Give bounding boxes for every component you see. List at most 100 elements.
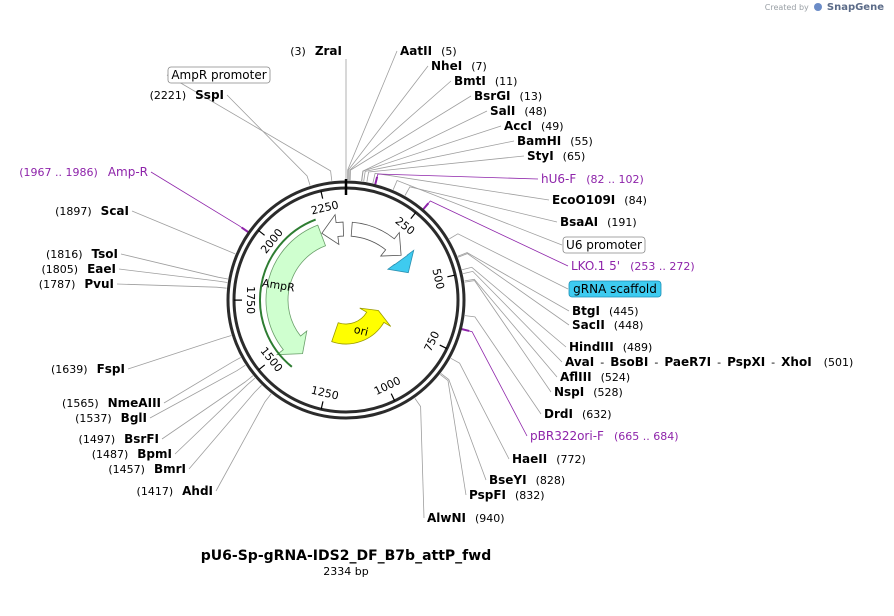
leader-bmri xyxy=(188,385,262,470)
snapgene-credit: Created by SnapGene xyxy=(765,2,884,13)
leader-bpmi xyxy=(174,377,256,455)
leader-scai xyxy=(131,210,236,255)
leader-multi-site-501 xyxy=(463,270,563,363)
leader-hindiii xyxy=(462,266,567,348)
leader-acci xyxy=(361,125,502,182)
feature-box-u6-promoter xyxy=(562,236,646,254)
leader-nmeaiii xyxy=(163,357,241,404)
leader-primer-hu6-f xyxy=(375,173,539,184)
credit-brand: SnapGene xyxy=(826,2,884,13)
u6-promoter-arrow xyxy=(350,221,402,257)
leader-alwni xyxy=(414,398,425,519)
leader-bgli xyxy=(149,364,246,419)
ampr-promoter-arrow xyxy=(321,213,345,246)
site-label-bmti: BmtI(11) xyxy=(454,74,517,88)
site-label-nhei: NheI(7) xyxy=(431,59,487,73)
leader-bamhi xyxy=(363,140,515,182)
feature-box-ampr-promoter xyxy=(167,66,271,84)
leader-eaei xyxy=(118,268,228,283)
site-label-acci: AccI(49) xyxy=(504,119,564,133)
ruler-label-2000: 2000 xyxy=(258,226,286,256)
credit-prefix: Created by xyxy=(764,3,809,12)
feature-label-u6-promoter: U6 promoter xyxy=(566,238,642,252)
ruler-label-1750: 1750 xyxy=(244,286,257,314)
feature-box-grna-scaffold xyxy=(568,280,662,298)
site-label-ecoo109i: EcoO109I(84) xyxy=(552,193,647,207)
site-label-bseyi: BseYI(828) xyxy=(489,473,565,487)
leader-nspi xyxy=(464,280,552,393)
ori-feature-label: ori xyxy=(353,323,370,339)
plasmid-size: 2334 bp xyxy=(323,565,369,578)
leader-bseyi xyxy=(440,373,487,481)
ruler-tick-1250 xyxy=(320,401,324,410)
leader-sspi xyxy=(226,94,311,186)
grna-scaffold-arrow xyxy=(386,249,415,274)
primer-label-hu6-f: hU6-F(82 .. 102) xyxy=(541,172,644,186)
ampr-orf-line xyxy=(259,218,316,368)
site-label-alwni: AlwNI(940) xyxy=(427,511,505,525)
ruler-label-1500: 1500 xyxy=(258,345,286,375)
site-label-bmri: (1457)BmrI xyxy=(108,462,186,476)
site-label-bpmi: (1487)BpmI xyxy=(92,447,172,461)
ruler-tick-1500 xyxy=(258,364,266,371)
leader-btgi xyxy=(457,252,570,312)
ruler-tick-500 xyxy=(447,274,456,278)
ruler-tick-2000 xyxy=(257,229,265,236)
site-label-eaei: (1805)EaeI xyxy=(42,262,116,276)
snapgene-logo-icon xyxy=(814,3,823,11)
site-label-pvui: (1787)PvuI xyxy=(39,277,114,291)
leader-afliii xyxy=(464,278,558,378)
leader-feature-grna-scaffold xyxy=(449,233,569,290)
ruler-tick-2250 xyxy=(320,190,324,199)
ruler-tick-750 xyxy=(439,344,448,350)
site-label-ahdi: (1417)AhdI xyxy=(137,484,213,498)
site-label-bgli: (1537)BglI xyxy=(75,411,147,425)
site-label-zrai: (3)ZraI xyxy=(290,44,342,58)
site-label-fspi: (1639)FspI xyxy=(51,362,125,376)
ruler-label-750: 750 xyxy=(422,329,443,354)
site-label-bsrfi: (1497)BsrFI xyxy=(79,432,159,446)
site-label-sali: SalI(48) xyxy=(490,104,547,118)
feature-label-grna-scaffold: gRNA scaffold xyxy=(573,282,657,296)
leader-sacii xyxy=(457,253,570,326)
leader-primer-amp-r xyxy=(150,171,248,232)
leader-pspfi xyxy=(439,374,467,496)
site-label-afliii: AflIII(524) xyxy=(560,370,630,384)
site-label-bamhi: BamHI(55) xyxy=(517,134,593,148)
site-label-multi-501: AvaI-BsoBI-PaeR7I-PspXI-XhoI(501) xyxy=(565,355,853,369)
site-label-bsrgi: BsrGI(13) xyxy=(474,89,542,103)
leader-haeii xyxy=(450,357,510,460)
site-label-sacii: SacII(448) xyxy=(572,318,643,332)
leader-feature-u6-promoter xyxy=(392,179,563,246)
leader-bsrgi xyxy=(349,95,472,181)
leader-styi xyxy=(366,155,525,182)
ori-feature-arrow xyxy=(331,307,392,345)
site-label-tsoi: (1816)TsoI xyxy=(46,247,118,261)
site-labels: AatII(5)NheI(7)BmtI(11)BsrGI(13)SalI(48)… xyxy=(19,44,853,525)
ruler-label-500: 500 xyxy=(429,267,446,290)
primer-label-amp-r: (1967 .. 1986)Amp-R xyxy=(19,165,148,179)
leader-pvui xyxy=(116,283,227,289)
plasmid-name: pU6-Sp-gRNA-IDS2_DF_B7b_attP_fwd xyxy=(200,548,492,564)
site-label-scai: (1897)ScaI xyxy=(55,204,129,218)
leader-ahdi xyxy=(215,393,272,492)
leader-fspi xyxy=(127,335,232,370)
site-label-styi: StyI(65) xyxy=(527,149,585,163)
leader-primer-lko-1-5 xyxy=(423,200,569,267)
site-leader-lines xyxy=(116,50,570,519)
leader-tsoi xyxy=(120,253,228,280)
leader-bsaai xyxy=(404,186,558,223)
plasmid-title-block: pU6-Sp-gRNA-IDS2_DF_B7b_attP_fwd 2334 bp xyxy=(0,548,692,578)
site-label-nspi: NspI(528) xyxy=(554,385,623,399)
leader-feature-ampr-promoter xyxy=(166,74,333,181)
site-label-aatii: AatII(5) xyxy=(400,44,457,58)
feature-label-ampr-promoter: AmpR promoter xyxy=(171,68,266,82)
leader-drdi xyxy=(464,315,542,415)
site-label-haeii: HaeII(772) xyxy=(512,452,586,466)
ruler-label-1000: 1000 xyxy=(372,374,403,398)
leader-ecoo109i xyxy=(372,172,550,201)
site-label-pspfi: PspFI(832) xyxy=(469,488,545,502)
